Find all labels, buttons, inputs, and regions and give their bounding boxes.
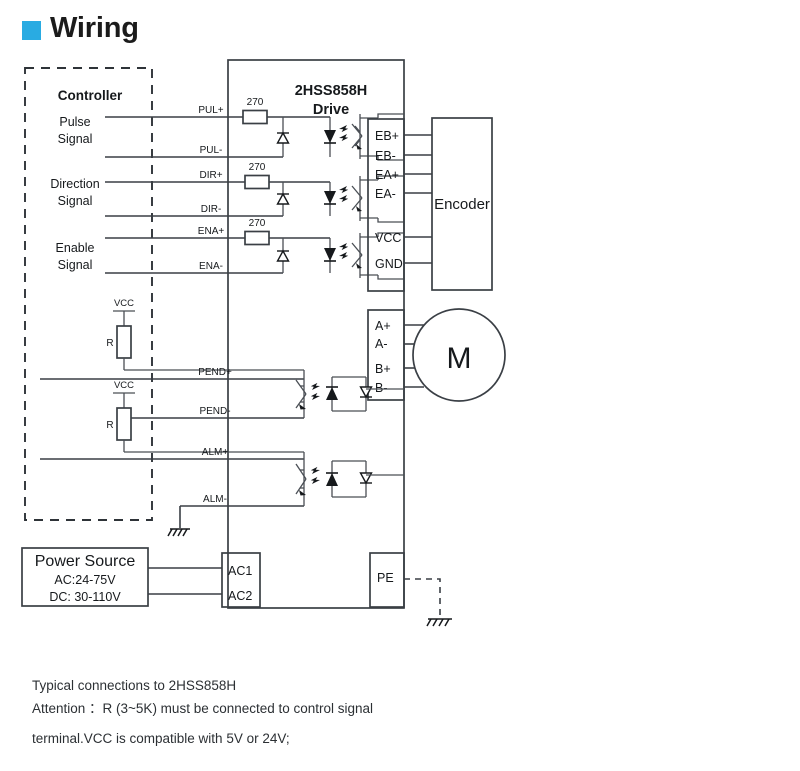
power-pin-pe: PE [377, 571, 394, 585]
drive-title-line1: 2HSS858H [295, 83, 368, 99]
encoder-pin-gnd: GND [375, 257, 403, 271]
earth-ground-symbol [426, 618, 452, 627]
power-source-dc-rating: DC: 30-110V [49, 590, 121, 604]
enable-signal-channel: Enable Signal 270 ENA+ ENA- [56, 218, 404, 280]
terminal-alm-plus: ALM+ [202, 447, 229, 458]
direction-signal-channel: Direction Signal 270 DIR+ DIR- [50, 162, 404, 223]
dir-resistor-value: 270 [249, 162, 266, 173]
blue-square-bullet-icon [22, 20, 41, 40]
encoder-pin-eb-minus: EB- [375, 149, 396, 163]
enable-signal-label-line2: Signal [58, 258, 93, 272]
pulse-signal-channel: Pulse Signal 270 PUL+ PUL- [58, 97, 404, 161]
terminal-pend-plus: PEND+ [198, 367, 232, 378]
encoder-label: Encoder [434, 196, 490, 213]
pend-vcc-label: VCC [114, 298, 134, 309]
caption-attention-line2: terminal.VCC is compatible with 5V or 24… [32, 731, 290, 747]
wiring-diagram: Controller 2HSS858H Drive Pulse Signal 2… [0, 48, 800, 658]
terminal-ena-minus: ENA- [199, 261, 223, 272]
alm-signal-channel: VCC R ALM+ ALM- [40, 380, 404, 507]
terminal-alm-minus: ALM- [203, 494, 227, 505]
power-source-ac-rating: AC:24-75V [54, 573, 116, 587]
pend-signal-channel: VCC R PEND+ PEND- [40, 298, 404, 419]
led-emission-arrows [339, 125, 349, 142]
ena-resistor-value: 270 [249, 218, 266, 229]
pul-resistor-value: 270 [247, 97, 264, 108]
enable-signal-label-line1: Enable [56, 241, 95, 255]
terminal-dir-minus: DIR- [201, 204, 222, 215]
pulse-signal-label-line2: Signal [58, 132, 93, 146]
alm-vcc-label: VCC [114, 380, 134, 391]
power-source-title: Power Source [35, 553, 136, 570]
pend-resistor-label: R [106, 338, 113, 349]
motor-pin-a-plus: A+ [375, 319, 391, 333]
pe-earth-section: PE [369, 552, 452, 627]
motor-pin-b-minus: B- [375, 381, 388, 395]
caption-attention-line1: Attention ：R (3~5K) must be connected to… [32, 701, 374, 717]
page-title: Wiring [50, 11, 139, 44]
direction-signal-label-line2: Signal [58, 194, 93, 208]
motor-pin-a-minus: A- [375, 337, 388, 351]
signal-ground-symbol [167, 506, 190, 537]
encoder-pin-eb-plus: EB+ [375, 129, 399, 143]
power-source-section: Power Source AC:24-75V DC: 30-110V AC1 A… [21, 547, 261, 608]
alm-resistor-label: R [106, 420, 113, 431]
encoder-pin-vcc: VCC [375, 231, 401, 245]
pulse-signal-label-line1: Pulse [59, 115, 90, 129]
page-header: Wiring [0, 0, 800, 56]
caption-typical-connections: Typical connections to 2HSS858H [32, 678, 237, 693]
encoder-pin-ea-minus: EA- [375, 187, 396, 201]
motor-pin-b-plus: B+ [375, 362, 391, 376]
power-pin-ac1: AC1 [228, 564, 252, 578]
motor-label: M [447, 342, 472, 375]
terminal-dir-plus: DIR+ [199, 170, 222, 181]
direction-signal-label-line1: Direction [50, 177, 99, 191]
motor-section: A+ A- B+ B- M [367, 308, 506, 402]
drive-title-line2: Drive [313, 102, 349, 118]
power-pin-ac2: AC2 [228, 589, 252, 603]
encoder-pin-ea-plus: EA+ [375, 168, 399, 182]
terminal-pend-minus: PEND- [199, 406, 230, 417]
wiring-schematic-svg: Controller 2HSS858H Drive Pulse Signal 2… [21, 59, 506, 627]
terminal-pul-plus: PUL+ [198, 105, 223, 116]
caption-block: Typical connections to 2HSS858H Attentio… [32, 676, 762, 759]
terminal-pul-minus: PUL- [200, 145, 223, 156]
controller-label: Controller [58, 88, 123, 103]
controller-block: Controller [24, 67, 153, 521]
encoder-section: EB+ EB- EA+ EA- VCC GND Encoder [367, 117, 493, 292]
terminal-ena-plus: ENA+ [198, 226, 225, 237]
